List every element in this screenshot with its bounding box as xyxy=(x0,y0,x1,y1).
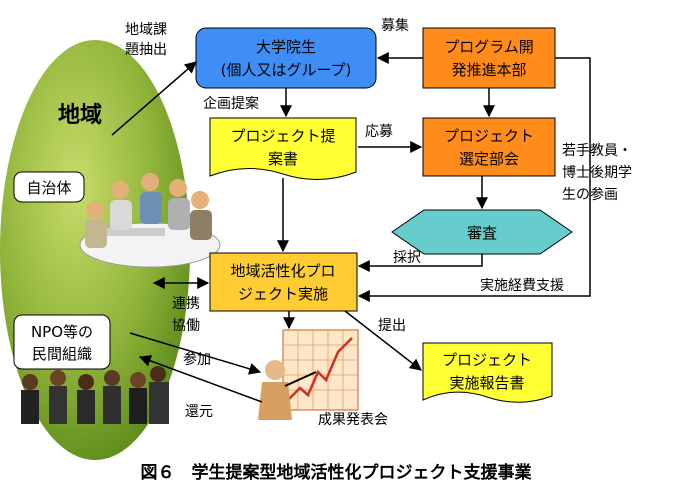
local-gov-label: 自治体 xyxy=(26,179,71,197)
submission-label: 提出 xyxy=(378,318,406,334)
funding-support-arrow xyxy=(357,57,591,302)
return-arrow xyxy=(138,355,263,403)
program-hq-line2: 発推進本部 xyxy=(451,61,526,79)
adoption-arrow xyxy=(357,254,483,272)
issue-extraction-arrow xyxy=(111,61,197,136)
cooperation-label-1: 連携 xyxy=(172,296,200,312)
npo-label-line2: 民間組織 xyxy=(32,345,92,363)
region-label: 地域 xyxy=(58,102,102,128)
npo-box xyxy=(13,314,111,370)
grad-students-line1: 大学院生 xyxy=(256,38,316,56)
figure-caption: 図６ 学生提案型地域活性化プロジェクト支援事業 xyxy=(141,462,532,483)
planning-proposal-label: 企画提案 xyxy=(203,95,259,112)
return-label: 還元 xyxy=(185,404,213,420)
participation-arrow xyxy=(129,332,262,375)
people-group-illustration xyxy=(21,366,169,424)
review-diamond xyxy=(391,209,573,255)
connectors xyxy=(111,52,591,403)
local-gov-box xyxy=(13,171,85,203)
young-faculty-label-1: 若手教員・ xyxy=(562,143,632,159)
selection-committee-line2: 選定部会 xyxy=(459,150,519,168)
young-faculty-label-2: 博士後期学 xyxy=(562,164,632,181)
meeting-illustration xyxy=(79,173,221,268)
participation-label: 参加 xyxy=(183,351,211,368)
submission-arrow xyxy=(344,310,422,371)
activation-project-line1: 地域活性化プロ xyxy=(230,262,335,280)
program-hq-line1: プログラム開 xyxy=(444,38,534,56)
activation-project-box xyxy=(209,252,358,312)
results-presentation-label: 成果発表会 xyxy=(318,412,388,428)
activation-project-line2: ジェクト実施 xyxy=(238,285,328,303)
young-faculty-label-3: 生の参画 xyxy=(562,186,618,203)
grad-students-line2: (個人又はグループ) xyxy=(221,61,352,79)
report-doc-shape xyxy=(422,342,553,403)
grad-students-box xyxy=(195,27,377,89)
program-hq-box xyxy=(422,27,556,89)
proposal-doc-line2: 案書 xyxy=(268,150,298,168)
cooperation-label-2: 協働 xyxy=(172,318,200,334)
funding-support-label: 実施経費支援 xyxy=(480,278,564,294)
selection-committee-line1: プロジェクト xyxy=(444,127,534,145)
issue-extraction-label-1: 地域課 xyxy=(125,22,167,38)
recruitment-label: 募集 xyxy=(381,17,409,34)
review-label: 審査 xyxy=(467,224,497,242)
issue-extraction-label-2: 題抽出 xyxy=(125,42,167,58)
proposal-doc-line1: プロジェクト提 xyxy=(230,127,335,145)
report-doc-line2: 実施報告書 xyxy=(449,374,524,392)
adoption-label: 採択 xyxy=(393,250,421,266)
proposal-doc-shape xyxy=(209,117,357,181)
selection-committee-box xyxy=(422,117,556,177)
report-doc-line1: プロジェクト xyxy=(442,351,532,369)
application-label: 応募 xyxy=(365,124,393,140)
npo-label-line1: NPO等の xyxy=(31,323,93,341)
presentation-illustration xyxy=(258,329,359,420)
